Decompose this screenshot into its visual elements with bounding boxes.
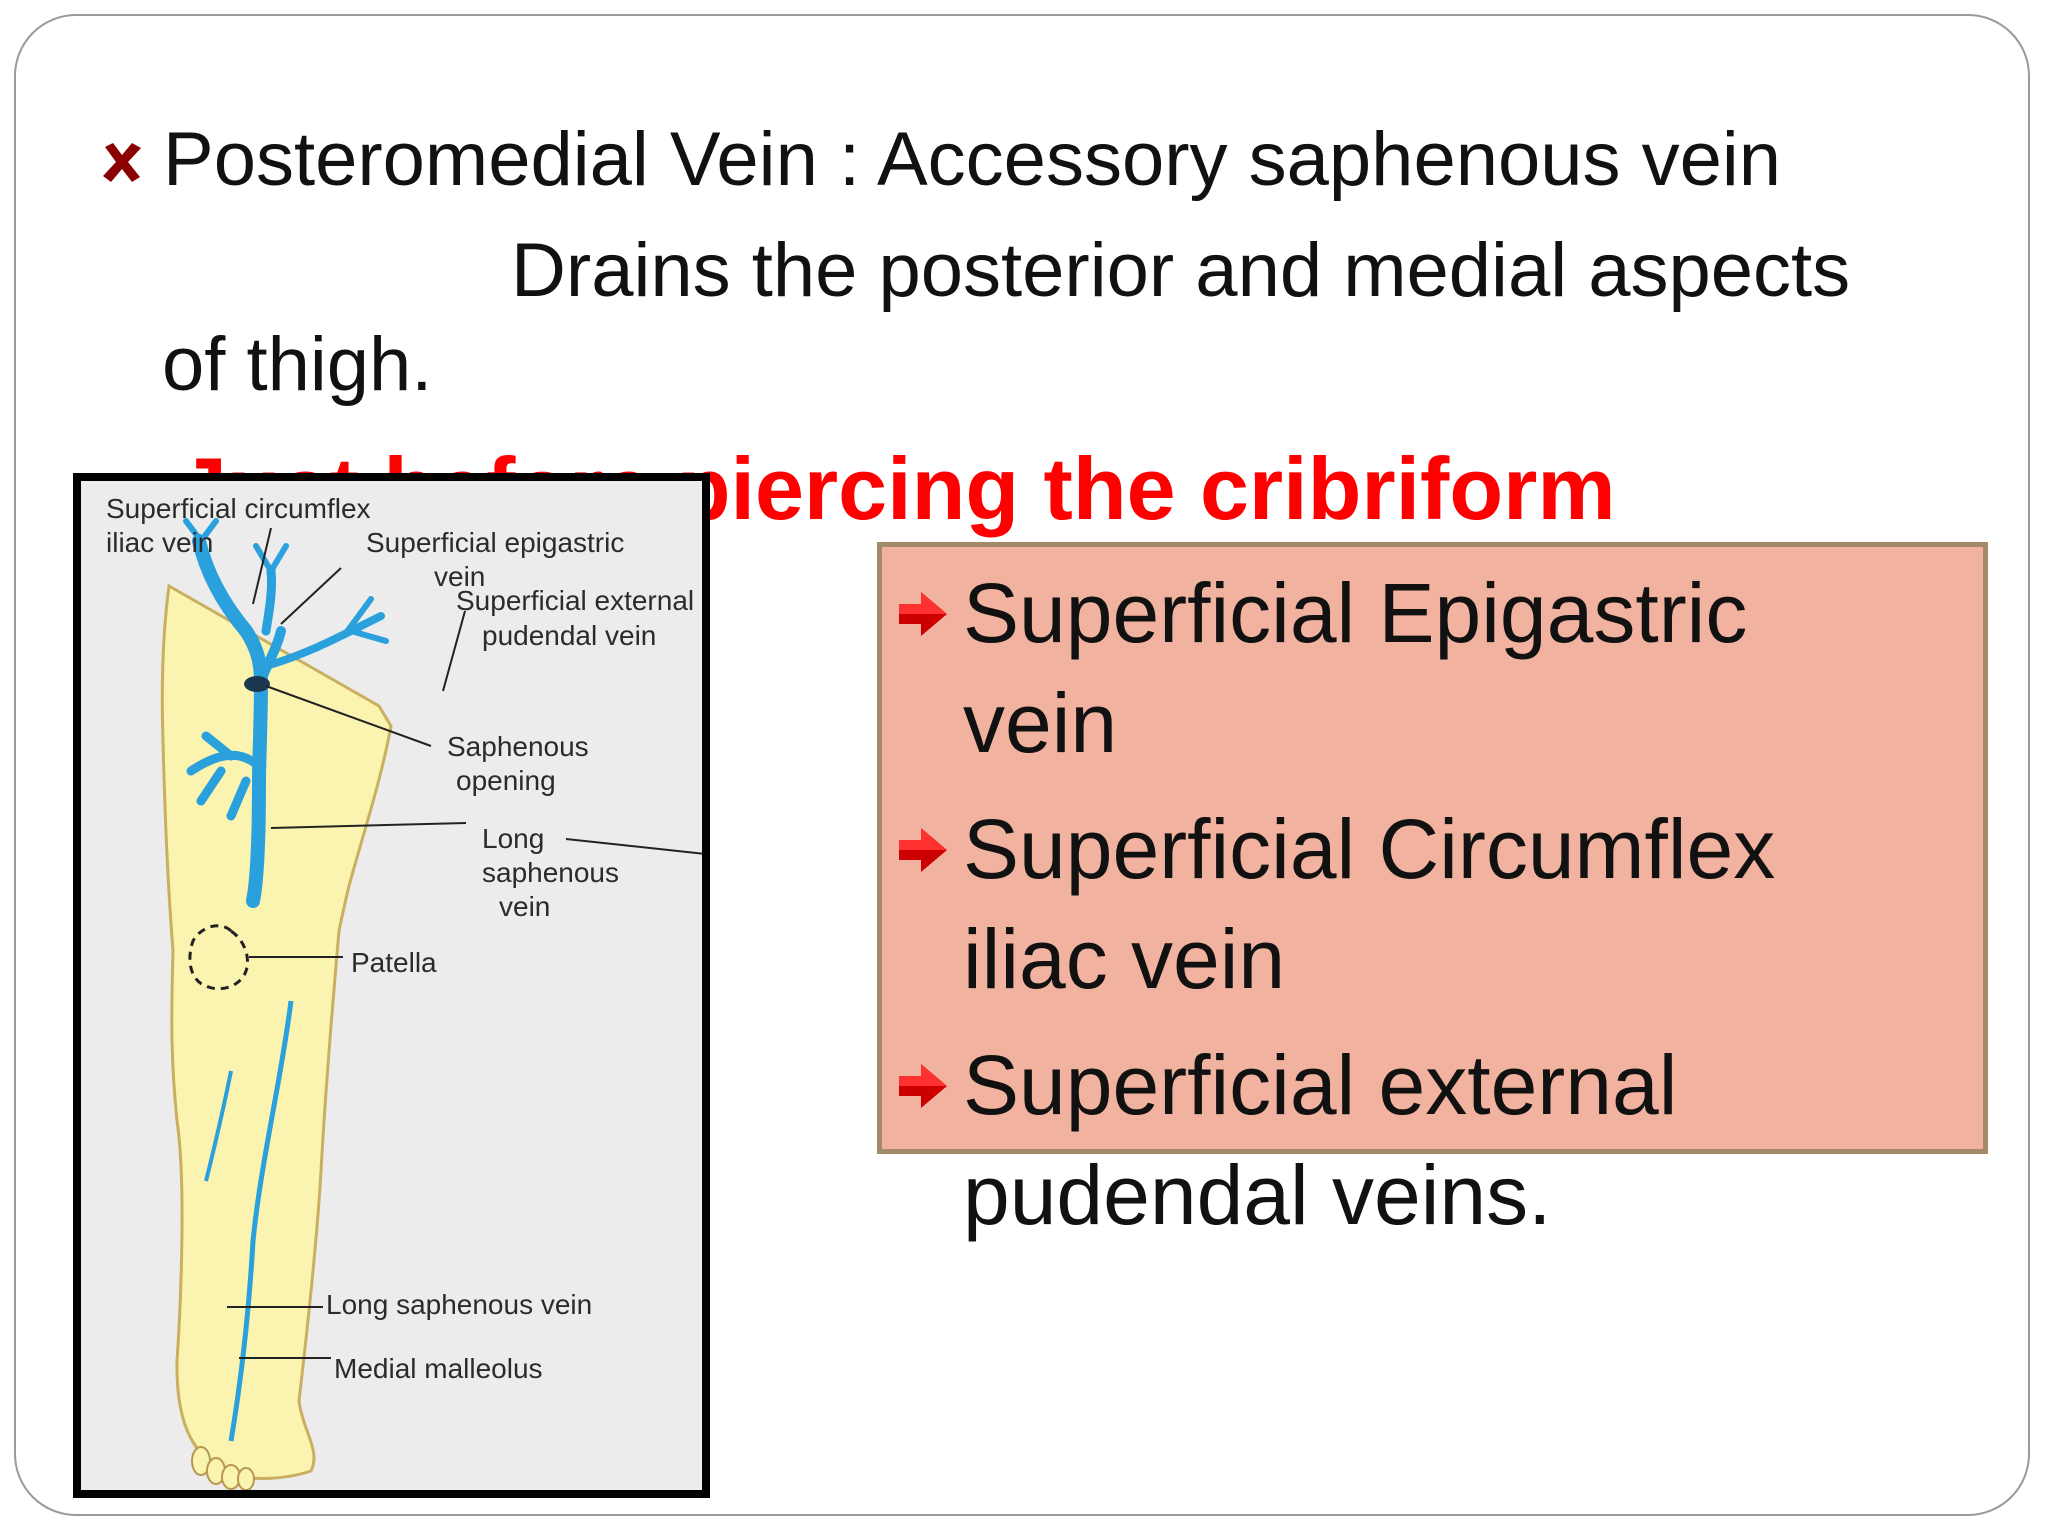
tributaries-box [877,542,1988,1154]
arrow-right-icon [899,1064,947,1108]
label-superficial-external-2: pudendal vein [482,620,657,651]
tributary-item-2-line-1: Superficial Circumflex [963,802,1776,896]
label-superficial-circumflex-2: iliac vein [106,527,214,558]
label-long-saphenous-3: vein [499,891,551,922]
tributary-item-2-line-2: iliac vein [963,912,1286,1006]
x-mark-bullet-icon [103,143,141,182]
tributary-item-3-line-1: Superficial external [963,1038,1678,1132]
label-superficial-external-1: Superficial external [456,585,695,616]
label-long-saphenous-2: saphenous [482,857,620,888]
slide-line-3: of thigh. [162,322,433,407]
arrow-right-icon [899,828,947,872]
label-saphenous-opening-2: opening [456,765,556,796]
label-long-saphenous-1: Long [482,823,545,854]
slide-line-2: Drains the posterior and medial aspects [511,228,1851,313]
arrow-right-icon [899,592,947,636]
label-long-saphenous-vein: Long saphenous vein [326,1289,593,1320]
tributary-item-1-line-1: Superficial Epigastric [963,566,1748,660]
label-patella: Patella [351,947,437,978]
tributary-item-3-line-2: pudendal veins. [963,1148,1552,1242]
label-saphenous-opening-1: Saphenous [447,731,589,762]
label-superficial-epigastric-2: vein [434,561,486,592]
label-medial-malleolus: Medial malleolus [334,1353,543,1384]
slide-line-1: Posteromedial Vein : Accessory saphenous… [163,117,1782,202]
leg-illustration [160,518,702,1490]
label-superficial-circumflex-1: Superficial circumflex [106,493,371,524]
leg-vein-figure: Superficial circumflex iliac vein Superf… [73,473,710,1498]
tributary-item-1-line-2: vein [963,676,1118,770]
label-superficial-epigastric-1: Superficial epigastric [366,527,625,558]
